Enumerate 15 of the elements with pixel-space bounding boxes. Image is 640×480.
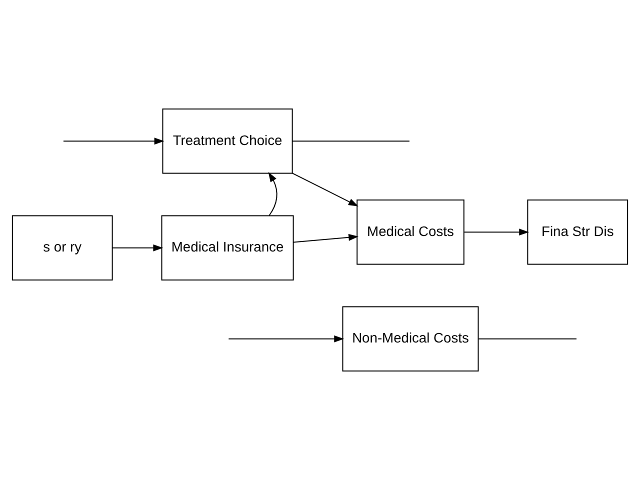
arrow (62, 138, 164, 145)
connector (292, 140, 410, 142)
node-box: Medical Insurance (161, 215, 294, 281)
arrow (228, 335, 344, 342)
arrow (112, 244, 164, 252)
arrow (464, 228, 530, 236)
node-box: Medical Costs (356, 199, 464, 265)
node-box: Treatment Choice (162, 108, 293, 174)
node-box: Fina Str Dis (527, 199, 628, 265)
node-box: s or ry (12, 215, 113, 281)
arrow (292, 172, 358, 206)
arrow (292, 234, 359, 243)
arrow (268, 172, 278, 216)
connector (478, 338, 577, 340)
node-box: Non-Medical Costs (342, 306, 479, 372)
